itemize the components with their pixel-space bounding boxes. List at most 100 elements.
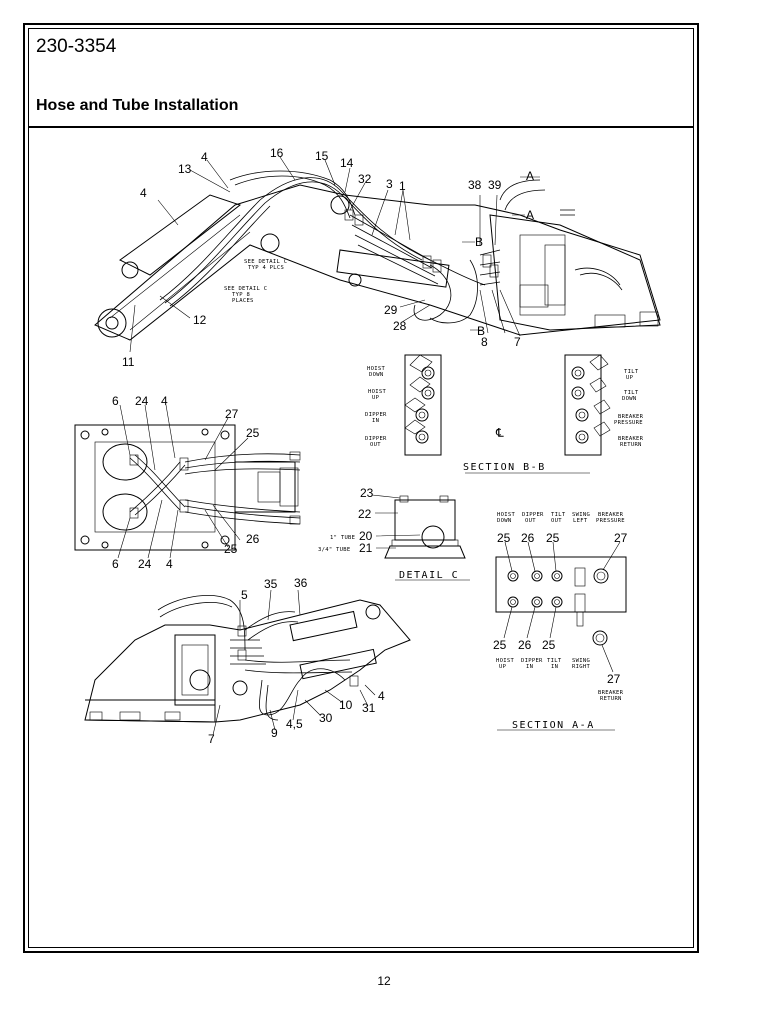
callout: 25 [497, 531, 511, 545]
note: SEE DETAIL C [224, 286, 267, 292]
bb-label: HOIST [368, 389, 386, 395]
callout: 6 [112, 394, 119, 408]
bb-label: BREAKER [618, 414, 644, 420]
bb-label: TILT [624, 390, 639, 396]
callout: 14 [340, 156, 354, 170]
bb-label: RETURN [620, 442, 642, 448]
bb-label: UP [626, 375, 634, 381]
note: SEE DETAIL C [244, 259, 287, 265]
callout: 4 [140, 186, 147, 200]
callout: 26 [521, 531, 535, 545]
page-number: 12 [377, 974, 391, 988]
callout: 11 [122, 355, 135, 369]
callout: 5 [241, 588, 248, 602]
callout: 7 [514, 335, 521, 349]
bb-label: DOWN [369, 372, 383, 378]
bb-label: BREAKER [618, 436, 644, 442]
section-marker: B [475, 235, 483, 249]
bb-label: DIPPER [365, 412, 387, 418]
page-title: Hose and Tube Installation [36, 97, 239, 114]
section-aa-title: SECTION A-A [512, 720, 595, 731]
aa-label: RIGHT [572, 664, 590, 670]
aa-label: DOWN [497, 518, 511, 524]
callout: 25 [493, 638, 507, 652]
aa-label: DIPPER [522, 512, 544, 518]
callout: 25 [224, 542, 238, 556]
aa-label: OUT [551, 518, 562, 524]
callout: 25 [246, 426, 260, 440]
callout: 20 [359, 529, 373, 543]
callout: 16 [270, 146, 284, 160]
aa-label: SWING [572, 512, 590, 518]
bb-label: HOIST [367, 366, 385, 372]
bb-label: OUT [370, 442, 381, 448]
detail-c-drawing [371, 494, 470, 581]
section-marker: B [477, 324, 485, 338]
page-frame-inner [28, 28, 694, 948]
bb-label: TILT [624, 369, 639, 375]
callout: 1 [399, 179, 406, 193]
bb-label: IN [372, 418, 379, 424]
detail-c-title: DETAIL C [399, 570, 459, 581]
callout: 21 [359, 541, 373, 555]
aa-label: IN [551, 664, 558, 670]
callout: 12 [193, 313, 207, 327]
callout: 26 [246, 532, 260, 546]
callout: 31 [362, 701, 376, 715]
callout: 25 [542, 638, 556, 652]
bb-label: UP [372, 395, 380, 401]
aa-label: OUT [525, 518, 536, 524]
aa-label: BREAKER [598, 690, 624, 696]
note: TYP 8 [232, 292, 250, 298]
callout: 7 [208, 732, 215, 746]
callout: 10 [339, 698, 353, 712]
section-marker: A [526, 208, 534, 222]
callout: 4,5 [286, 717, 303, 731]
aa-label: HOIST [497, 512, 515, 518]
bracket-view [74, 404, 301, 559]
page-frame-outer [23, 23, 699, 953]
callout: 32 [358, 172, 372, 186]
note: TYP 4 PLCS [248, 265, 284, 271]
part-number: 230-3354 [36, 36, 117, 57]
swing-view [84, 589, 411, 736]
callout: 35 [264, 577, 278, 591]
callout: 28 [393, 319, 407, 333]
bb-label: DOWN [622, 396, 636, 402]
callout: 24 [138, 557, 152, 571]
callout: 27 [607, 672, 621, 686]
boom-view [94, 156, 661, 353]
tube-label: 3/4" TUBE [318, 547, 351, 553]
callout: 9 [271, 726, 278, 740]
aa-label: IN [526, 664, 533, 670]
callout: 29 [384, 303, 398, 317]
aa-label: TILT [547, 658, 562, 664]
centerline-symbol: ℄ [495, 426, 504, 440]
callout: 25 [546, 531, 560, 545]
section-bb-drawing [404, 354, 611, 474]
callout: 39 [488, 178, 502, 192]
aa-label: UP [499, 664, 507, 670]
callout: 13 [178, 162, 192, 176]
callout: 24 [135, 394, 149, 408]
callout: 22 [358, 507, 372, 521]
callout: 4 [166, 557, 173, 571]
callout: 6 [112, 557, 119, 571]
callout: 38 [468, 178, 482, 192]
callout: 3 [386, 177, 393, 191]
aa-label: HOIST [496, 658, 514, 664]
callout: 30 [319, 711, 333, 725]
callout: 8 [481, 335, 488, 349]
callout: 27 [614, 531, 628, 545]
aa-label: SWING [572, 658, 590, 664]
section-aa-drawing [495, 541, 627, 731]
callout: 36 [294, 576, 308, 590]
bb-label: PRESSURE [614, 420, 643, 426]
tube-label: 1" TUBE [330, 535, 355, 541]
header-divider [28, 126, 694, 128]
callout: 23 [360, 486, 374, 500]
callout: 4 [161, 394, 168, 408]
callout: 15 [315, 149, 329, 163]
aa-label: RETURN [600, 696, 622, 702]
